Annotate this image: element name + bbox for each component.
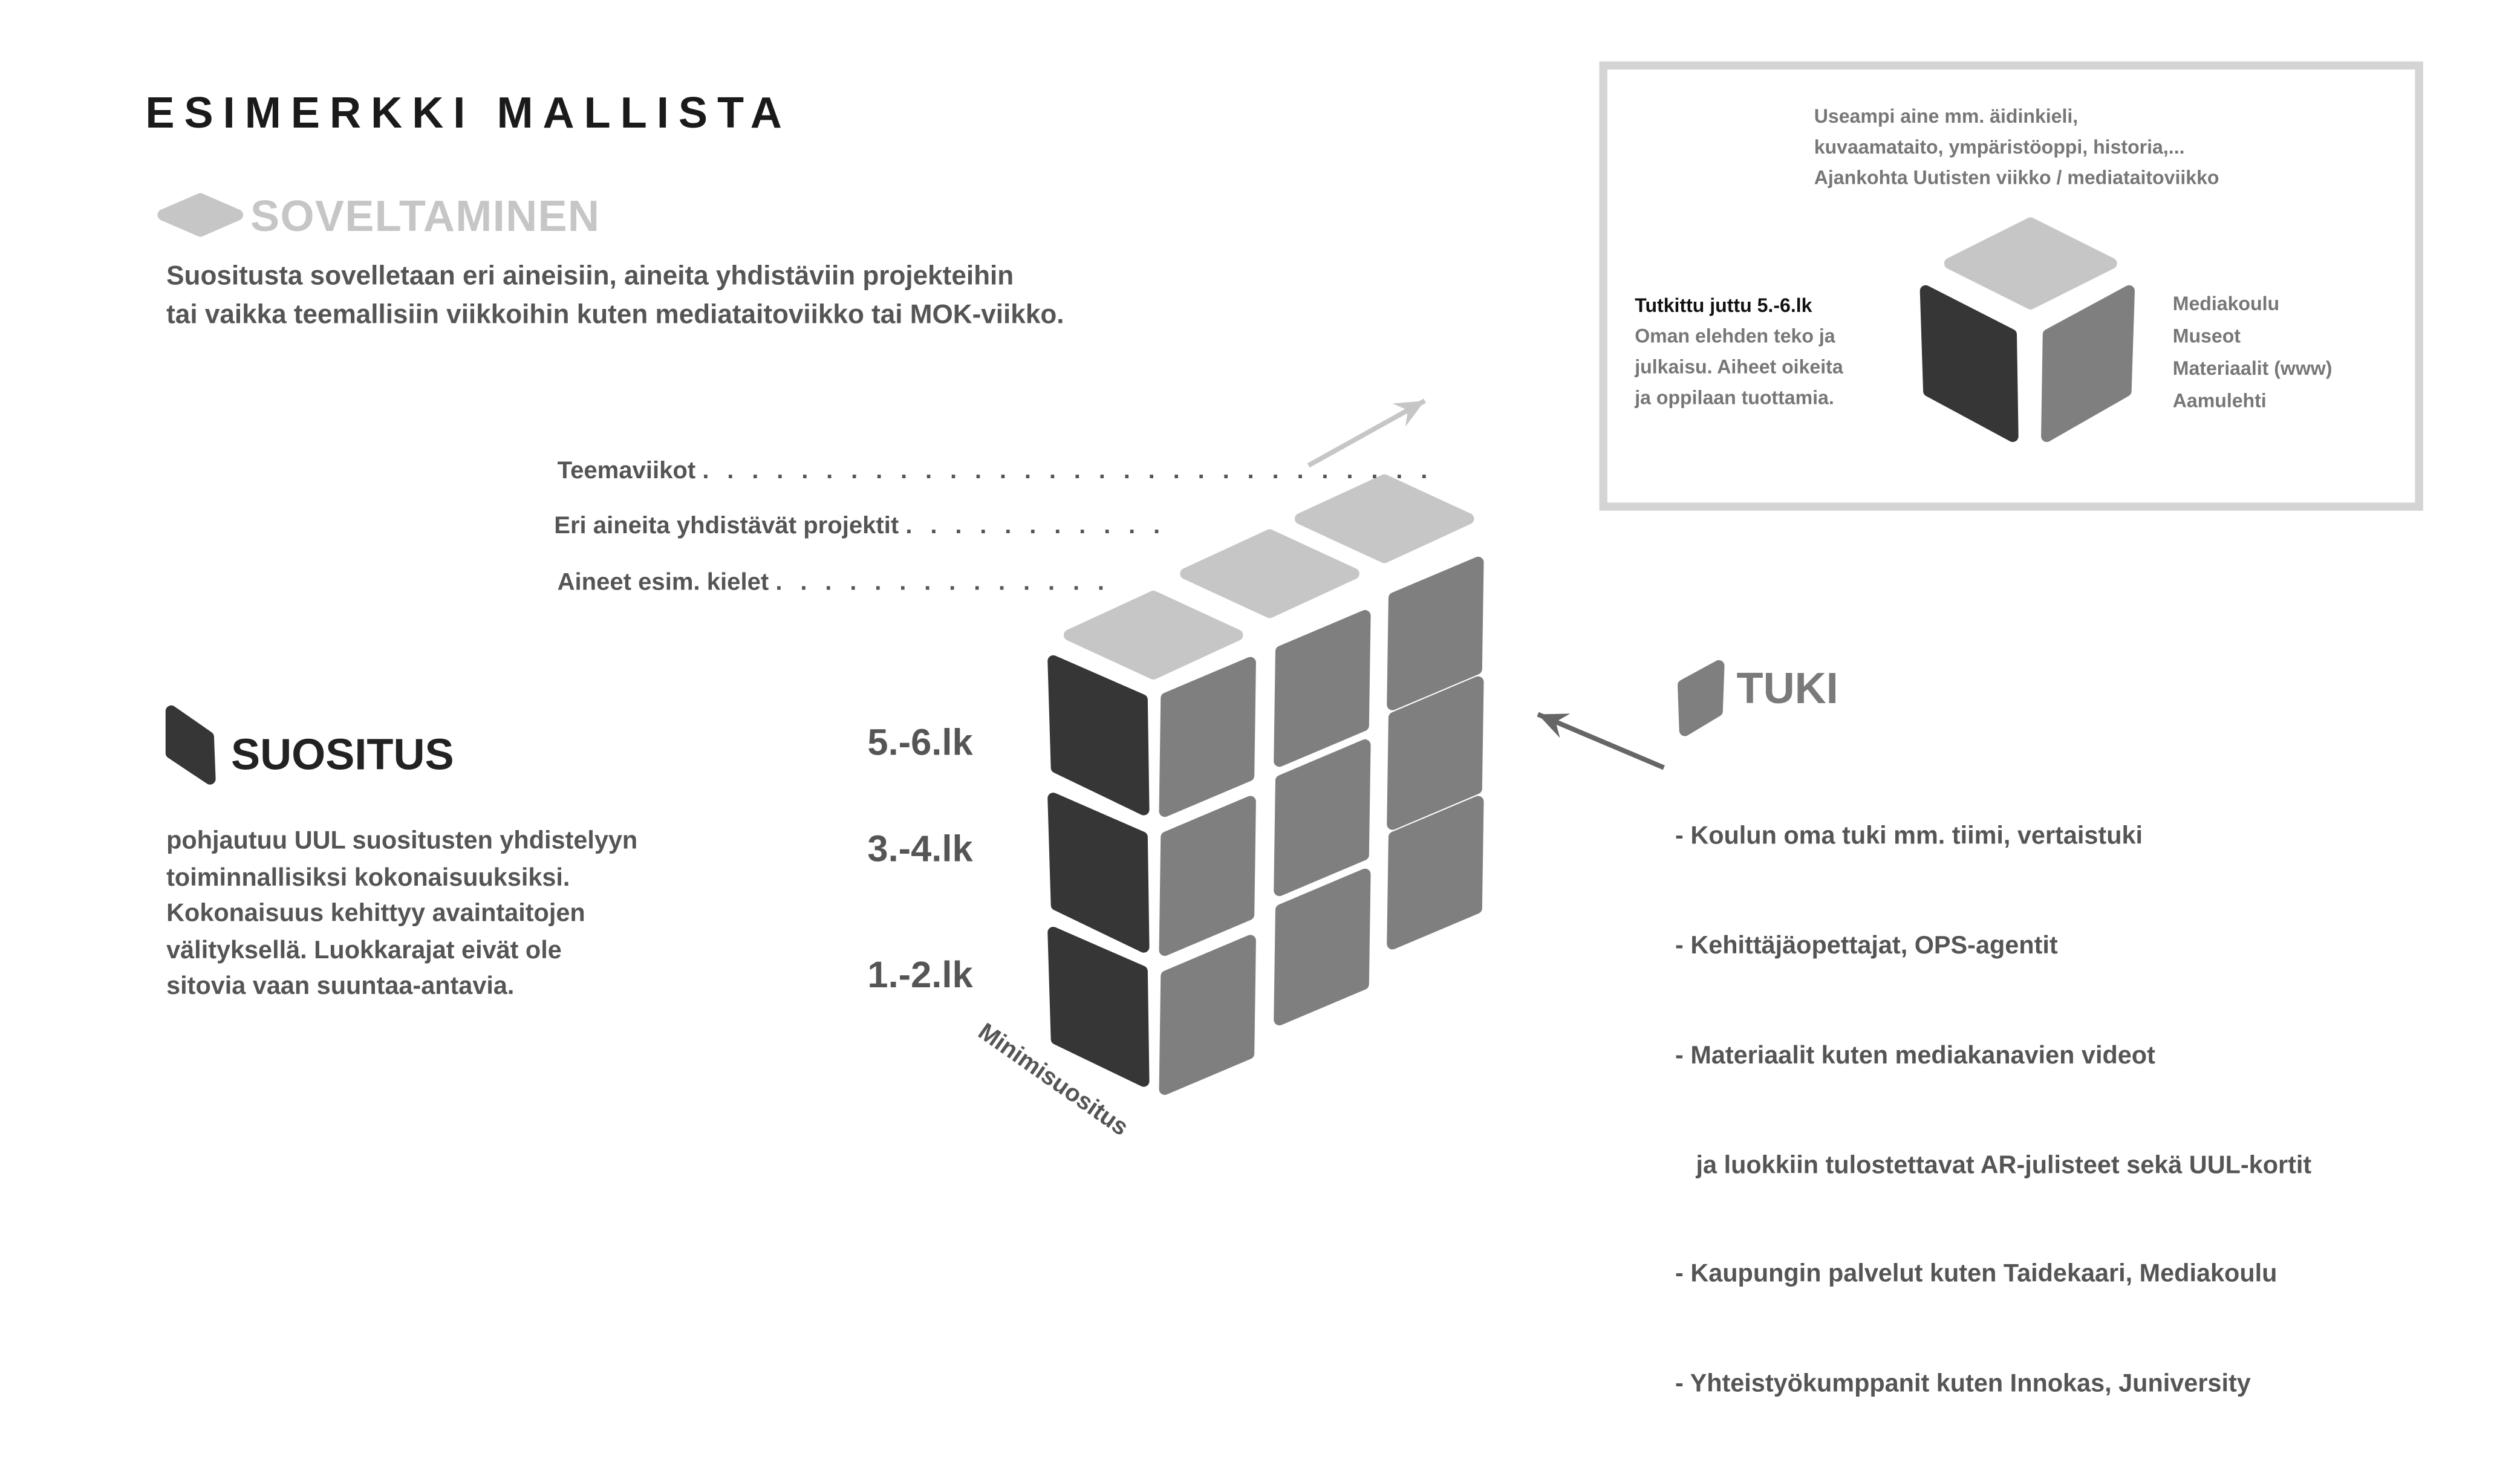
level-aineet: Aineet esim. kielet . . . . . . . . . . … xyxy=(558,569,1110,596)
suositus-heading: SUOSITUS xyxy=(230,730,454,779)
tuki-face-icon xyxy=(1678,660,1725,736)
suositus-text: pohjautuu UUL suositusten yhdistelyyn to… xyxy=(166,824,637,1006)
list-item: - Kehittäjäopettajat, OPS-agentit xyxy=(1675,932,2058,960)
cube-top-tile xyxy=(1294,474,1474,563)
text-line: toiminnallisiksi kokonaisuuksiksi. xyxy=(166,863,570,892)
text-line: kuvaamataito, ympäristöoppi, historia,..… xyxy=(1814,135,2185,158)
example-cube-side xyxy=(2041,285,2135,443)
diagram: ESIMERKKI MALLISTA SOVELTAMINEN Suositus… xyxy=(145,61,2423,1398)
level-label: Teemaviikot xyxy=(557,457,696,485)
leader-dots: . . . . . . . . . . . xyxy=(905,512,1166,540)
cube-side-tile xyxy=(1159,796,1256,956)
text-line: ja oppilaan tuottamia. xyxy=(1635,386,1834,409)
example-subjects: Useampi aine mm. äidinkieli, kuvaamatait… xyxy=(1814,102,2219,193)
grade-5-6: 5.-6.lk xyxy=(867,721,973,763)
list-item: ja luokkiin tulostettavat AR-julisteet s… xyxy=(1675,1151,2312,1180)
soveltaminen-diamond-icon xyxy=(157,193,244,237)
text-line: Museot xyxy=(2172,325,2241,348)
text-line: julkaisu. Aiheet oikeita xyxy=(1635,355,1843,378)
soveltaminen-heading: SOVELTAMINEN xyxy=(250,192,601,241)
level-projektit: Eri aineita yhdistävät projektit . . . .… xyxy=(554,512,1165,539)
level-label: Aineet esim. kielet xyxy=(557,568,769,597)
text-line: Mediakoulu xyxy=(2172,292,2280,316)
example-box xyxy=(1599,61,2423,511)
grade-1-2: 1.-2.lk xyxy=(867,953,973,996)
cube-top-tile xyxy=(1063,590,1243,680)
grade-3-4: 3.-4.lk xyxy=(867,827,973,870)
text-line: Useampi aine mm. äidinkieli, xyxy=(1814,105,2079,128)
text-line: Ajankohta Uutisten viikko / mediataitovi… xyxy=(1814,166,2219,189)
tuki-heading: TUKI xyxy=(1736,664,1838,713)
cube-top-tile xyxy=(1180,529,1359,618)
cube-front-tile xyxy=(1047,926,1150,1087)
text-line: sitovia vaan suuntaa-antavia. xyxy=(166,973,515,1001)
level-label: Eri aineita yhdistävät projektit xyxy=(554,512,899,540)
example-support: Mediakoulu Museot Materiaalit (www) Aamu… xyxy=(2173,288,2333,417)
arrow-from-tuki-icon xyxy=(1537,712,1665,770)
tuki-list: - Koulun oma tuki mm. tiimi, vertaistuki… xyxy=(1675,747,2311,1477)
text-line: pohjautuu UUL suositusten yhdistelyyn xyxy=(166,827,638,855)
cube-graphic xyxy=(157,193,2135,1095)
cube-side-tile xyxy=(1387,556,1484,710)
cube-side-tile xyxy=(1274,868,1371,1026)
cube-front-tile xyxy=(1047,793,1150,953)
cube-side-tile xyxy=(1387,796,1484,950)
cube-side-tile xyxy=(1274,739,1371,897)
suositus-face-icon xyxy=(165,705,216,785)
example-cube-front xyxy=(1919,285,2019,443)
example-project-heading: Tutkittu juttu 5.-6.lk xyxy=(1635,294,1812,317)
list-item: - Yhteistyökumppanit kuten Innokas, Juni… xyxy=(1675,1370,2251,1398)
text-line: Suositusta sovelletaan eri aineisiin, ai… xyxy=(166,262,1014,291)
list-item: - Materiaalit kuten mediakanavien videot xyxy=(1675,1042,2155,1070)
list-item: - Kaupungin palvelut kuten Taidekaari, M… xyxy=(1675,1261,2277,1289)
text-line: Kokonaisuus kehittyy avaintaitojen xyxy=(166,900,585,928)
cube-side-tile xyxy=(1159,935,1256,1095)
text-line: Oman elehden teko ja xyxy=(1635,325,1835,348)
level-teemaviikot: Teemaviikot . . . . . . . . . . . . . . … xyxy=(558,457,1433,484)
text-line: tai vaikka teemallisiin viikkoihin kuten… xyxy=(166,300,1064,330)
text-line: Materiaalit (www) xyxy=(2172,357,2333,380)
list-item: - Koulun oma tuki mm. tiimi, vertaistuki xyxy=(1675,823,2143,851)
soveltaminen-text: Suositusta sovelletaan eri aineisiin, ai… xyxy=(166,257,1064,334)
example-project: Tutkittu juttu 5.-6.lk Oman elehden teko… xyxy=(1635,291,1843,414)
page-title: ESIMERKKI MALLISTA xyxy=(145,89,792,138)
cube-side-tile xyxy=(1387,676,1484,830)
cube-front-tile xyxy=(1047,655,1150,816)
arrow-to-example-icon xyxy=(1307,398,1426,468)
text-line: välityksellä. Luokkarajat eivät ole xyxy=(166,937,562,964)
example-cube-top xyxy=(1944,217,2117,310)
leader-dots: . . . . . . . . . . . . . . xyxy=(775,568,1110,597)
cube-side-tile xyxy=(1159,657,1256,817)
leader-dots: . . . . . . . . . . . . . . . . . . . . … xyxy=(702,457,1433,485)
text-line: Aamulehti xyxy=(2172,389,2267,412)
cube-side-tile xyxy=(1274,610,1371,767)
